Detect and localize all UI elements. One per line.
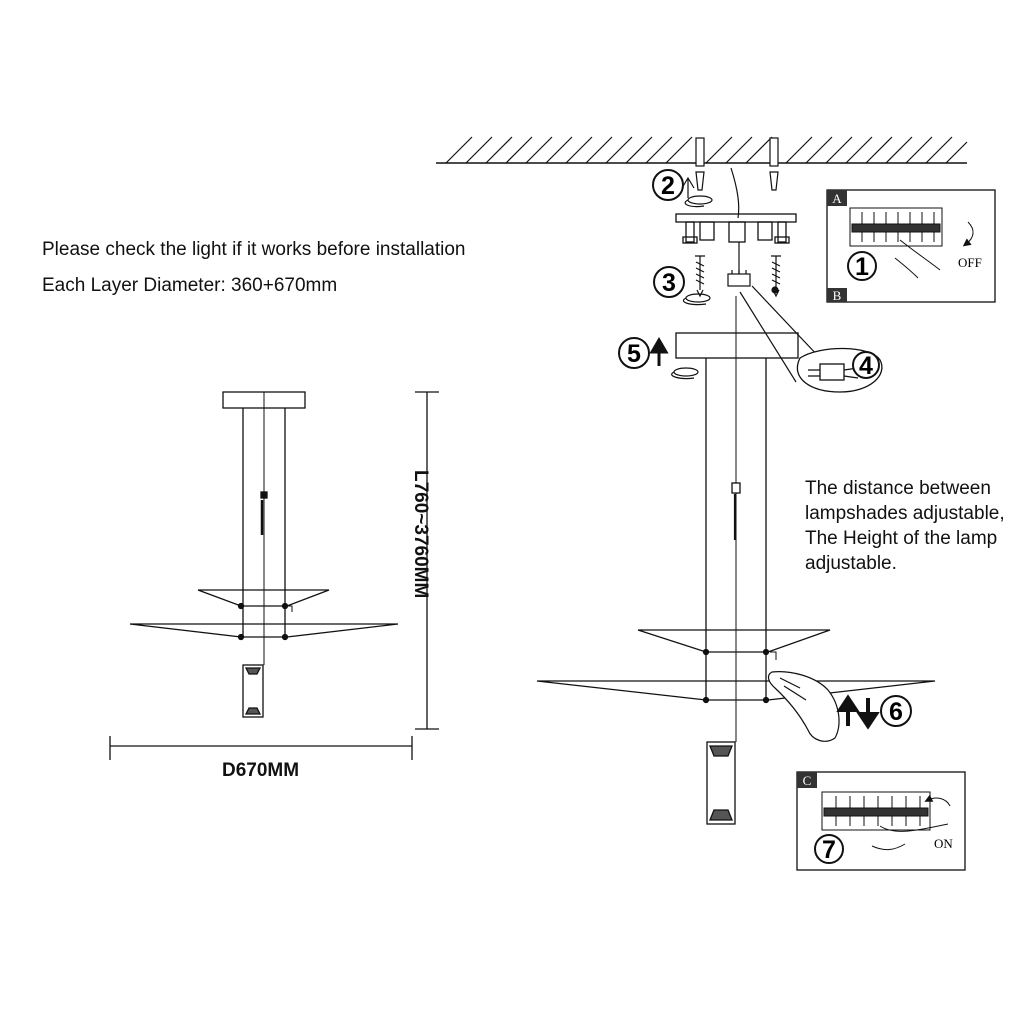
step-5-number: 5 <box>627 340 641 368</box>
step-6-number: 6 <box>889 698 903 726</box>
step-2-number: 2 <box>661 172 675 200</box>
installed-canopy <box>675 332 799 359</box>
mounting-bracket <box>675 213 797 244</box>
adjustable-note-line-3: The Height of the lamp <box>805 528 998 549</box>
step-2-badge: 2 <box>652 169 695 201</box>
check-before-install-note: Please check the light if it works befor… <box>42 239 466 260</box>
layer-diameter-note: Each Layer Diameter: 360+670mm <box>42 275 338 296</box>
ceiling <box>436 136 968 167</box>
switch-on-panel: C 7 ON <box>796 771 966 871</box>
panel-c-letter: C <box>803 773 812 788</box>
lamp-overview-drawing <box>109 391 439 760</box>
adjustable-note-line-4: adjustable. <box>805 553 897 574</box>
wall-anchors <box>695 167 779 219</box>
step-5-badge: 5 <box>618 337 669 369</box>
step-4-number: 4 <box>859 352 873 380</box>
switch-off-label: OFF <box>958 255 982 270</box>
width-dimension-label: D670MM <box>222 760 300 781</box>
hand-adjusting <box>767 671 840 742</box>
adjustable-note-line-2: lampshades adjustable, <box>805 503 1005 524</box>
installed-small-lampshade <box>637 629 831 653</box>
pendant-weight <box>242 664 264 718</box>
step-1-number: 1 <box>855 253 869 281</box>
step-3-number: 3 <box>662 269 676 297</box>
panel-b-letter: B <box>833 288 842 303</box>
step-7-number: 7 <box>822 836 836 864</box>
step-6-badge: 6 <box>836 694 912 730</box>
switch-on-label: ON <box>934 836 953 851</box>
rotate-arrows <box>671 199 707 380</box>
switch-off-panel: A B 1 OFF <box>826 189 996 303</box>
installed-pendant <box>706 741 736 825</box>
adjustable-note: The distance between lampshades adjustab… <box>805 476 1005 576</box>
step-4-badge: 4 <box>852 351 880 380</box>
step-3-badge: 3 <box>653 266 685 298</box>
adjustable-note-line-1: The distance between <box>805 478 991 499</box>
wire-connector <box>727 242 821 383</box>
panel-a-letter: A <box>832 191 842 206</box>
